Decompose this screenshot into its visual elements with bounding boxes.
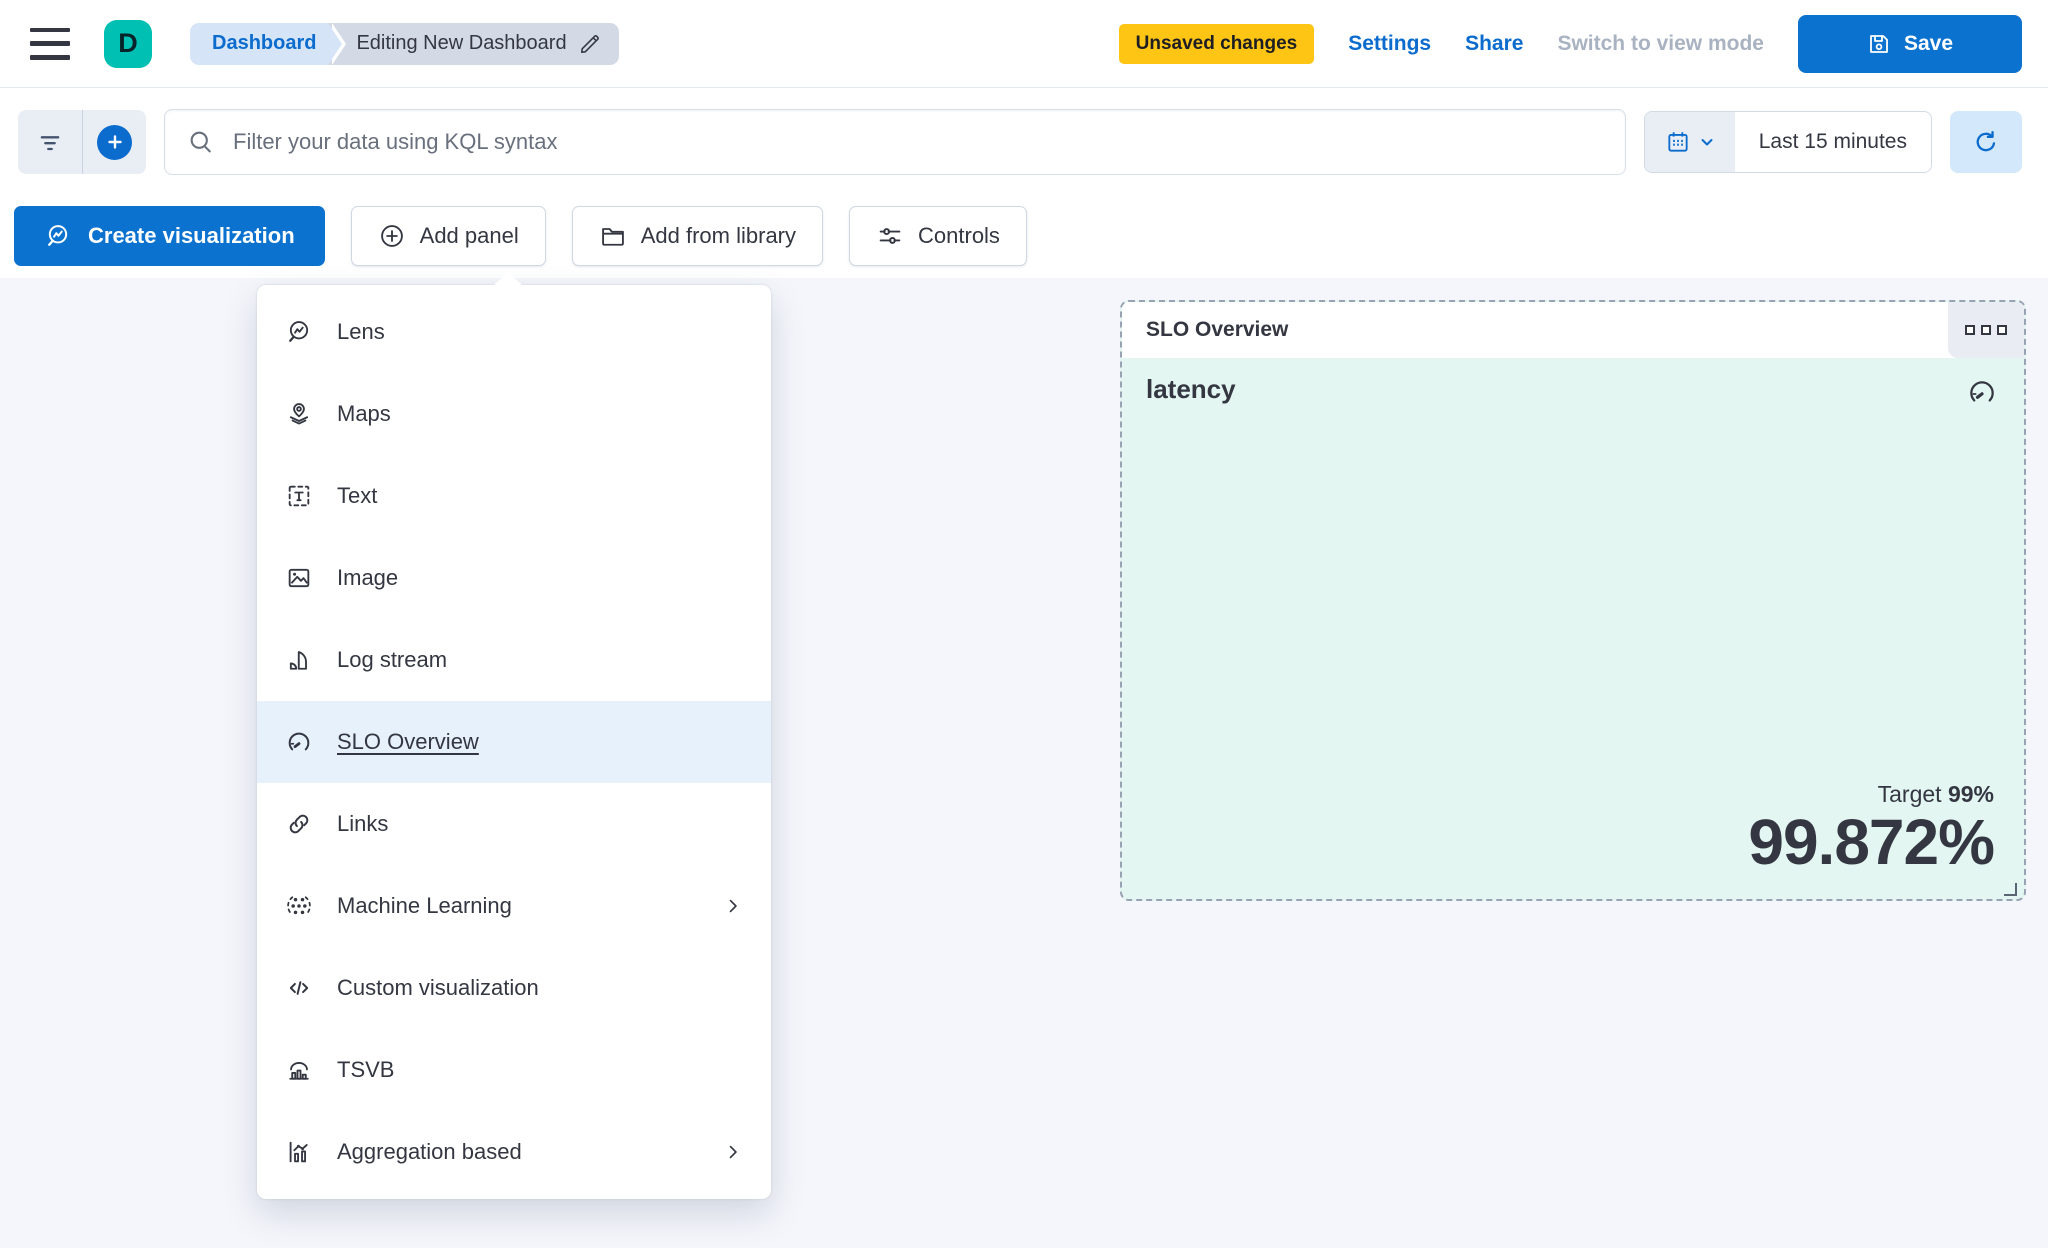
plus-circle-icon	[380, 225, 403, 247]
panel-options-dots-icon	[1981, 325, 1991, 335]
refresh-button[interactable]	[1950, 111, 2022, 173]
maps-icon	[285, 400, 313, 428]
menu-item-lens[interactable]: Lens	[257, 291, 771, 373]
slo-overview-panel: SLO Overview latency Target 99% 9	[1120, 300, 2026, 901]
machine-learning-icon	[285, 892, 313, 920]
text-icon	[285, 482, 313, 510]
menu-hamburger-icon[interactable]	[30, 27, 70, 60]
breadcrumb: Dashboard Editing New Dashboard	[190, 22, 619, 65]
slo-target-label: Target	[1877, 780, 1942, 807]
menu-item-tsvb[interactable]: TSVB	[257, 1029, 771, 1111]
create-visualization-label: Create visualization	[88, 223, 295, 248]
menu-item-label: Custom visualization	[337, 975, 539, 1000]
menu-item-label: Links	[337, 811, 389, 836]
panel-options-button[interactable]	[1948, 302, 2024, 358]
settings-link[interactable]: Settings	[1348, 31, 1432, 55]
breadcrumb-current-label: Editing New Dashboard	[356, 32, 567, 54]
breadcrumb-current-dashboard[interactable]: Editing New Dashboard	[328, 22, 619, 65]
add-from-library-button[interactable]: Add from library	[571, 206, 824, 266]
aggregation-icon	[285, 1138, 313, 1166]
panel-resize-handle[interactable]	[2004, 883, 2017, 896]
calendar-icon	[1668, 132, 1688, 152]
controls-button[interactable]: Controls	[849, 206, 1027, 266]
search-icon	[190, 131, 211, 153]
folder-icon	[601, 228, 624, 246]
slo-metric-name: latency	[1146, 374, 1236, 404]
menu-item-label: Lens	[337, 319, 385, 344]
breadcrumb-dashboard[interactable]: Dashboard	[190, 22, 348, 65]
filter-button-group	[18, 110, 146, 174]
slo-value: 99.872%	[1748, 805, 1995, 878]
image-icon	[285, 564, 313, 592]
menu-item-links[interactable]: Links	[257, 783, 771, 865]
menu-item-slo-overview[interactable]: SLO Overview	[257, 701, 771, 783]
menu-item-text[interactable]: Text	[257, 455, 771, 537]
menu-item-label: Maps	[337, 401, 391, 426]
panel-options-dots-icon	[1965, 325, 1975, 335]
menu-item-custom-visualization[interactable]: Custom visualization	[257, 947, 771, 1029]
controls-label: Controls	[918, 223, 1000, 248]
top-header: D Dashboard Editing New Dashboard Unsave…	[0, 0, 2048, 88]
panel-title: SLO Overview	[1146, 318, 1289, 341]
menu-item-label: Log stream	[337, 647, 448, 672]
controls-sliders-icon	[879, 228, 901, 244]
panel-header: SLO Overview	[1122, 302, 2024, 358]
panel-body: latency Target 99% 99.872%	[1122, 358, 2024, 899]
menu-item-machine-learning[interactable]: Machine Learning	[257, 865, 771, 947]
chevron-down-icon	[1701, 139, 1713, 146]
create-visualization-button[interactable]: Create visualization	[14, 206, 325, 266]
date-picker: Last 15 minutes	[1643, 111, 1932, 173]
dashboard-toolbar: Create visualization Add panel Add from …	[0, 196, 2048, 278]
menu-item-image[interactable]: Image	[257, 537, 771, 619]
slo-target: Target 99%	[1748, 781, 1994, 808]
kql-search-input[interactable]	[233, 129, 1603, 155]
tsvb-icon	[285, 1056, 313, 1084]
pencil-icon	[580, 34, 599, 53]
menu-item-label: Text	[337, 483, 378, 508]
menu-item-label: TSVB	[337, 1057, 395, 1082]
log-stream-icon	[285, 646, 313, 674]
menu-item-label: Aggregation based	[337, 1139, 522, 1164]
switch-to-view-mode-link[interactable]: Switch to view mode	[1557, 31, 1764, 55]
share-link[interactable]: Share	[1465, 31, 1524, 55]
link-icon	[285, 810, 313, 838]
save-floppy-icon	[1870, 34, 1888, 53]
lens-icon	[285, 318, 313, 346]
add-panel-button[interactable]: Add panel	[350, 206, 546, 266]
unsaved-changes-badge: Unsaved changes	[1118, 23, 1315, 64]
dashboard-canvas: Lens Maps Text Image Log stream SLO Over	[0, 272, 2048, 1248]
refresh-icon	[1976, 131, 1996, 152]
save-button-label: Save	[1903, 31, 1954, 55]
header-actions: Unsaved changes Settings Share Switch to…	[1118, 14, 2022, 73]
add-panel-label: Add panel	[419, 223, 519, 248]
popover-arrow	[493, 272, 523, 286]
kql-search-box[interactable]	[164, 109, 1626, 175]
filter-list-button[interactable]	[18, 110, 82, 174]
plus-in-circle-icon	[97, 124, 132, 160]
space-avatar[interactable]: D	[104, 19, 152, 68]
menu-item-log-stream[interactable]: Log stream	[257, 619, 771, 701]
panel-options-dots-icon	[1997, 325, 2007, 335]
add-filter-button[interactable]	[82, 110, 146, 174]
time-range-value[interactable]: Last 15 minutes	[1758, 130, 1907, 153]
lens-icon	[48, 225, 68, 246]
add-panel-popover: Lens Maps Text Image Log stream SLO Over	[257, 272, 771, 1199]
menu-item-label: SLO Overview	[337, 729, 479, 754]
menu-item-aggregation-based[interactable]: Aggregation based	[257, 1111, 771, 1193]
query-bar: Last 15 minutes	[0, 88, 2048, 196]
code-icon	[285, 974, 313, 1002]
chevron-right-icon	[723, 1142, 743, 1162]
filter-icon	[40, 136, 60, 151]
chevron-right-icon	[723, 896, 743, 916]
slo-target-value: 99%	[1947, 780, 1994, 807]
gauge-icon	[285, 728, 313, 756]
menu-item-label: Machine Learning	[337, 893, 512, 918]
slo-stats: Target 99% 99.872%	[1748, 781, 1995, 878]
menu-item-label: Image	[337, 565, 399, 590]
save-button[interactable]: Save	[1798, 14, 2022, 73]
add-from-library-label: Add from library	[640, 223, 797, 248]
date-picker-calendar-button[interactable]	[1644, 112, 1735, 172]
gauge-icon	[1966, 376, 1998, 413]
menu-item-maps[interactable]: Maps	[257, 373, 771, 455]
